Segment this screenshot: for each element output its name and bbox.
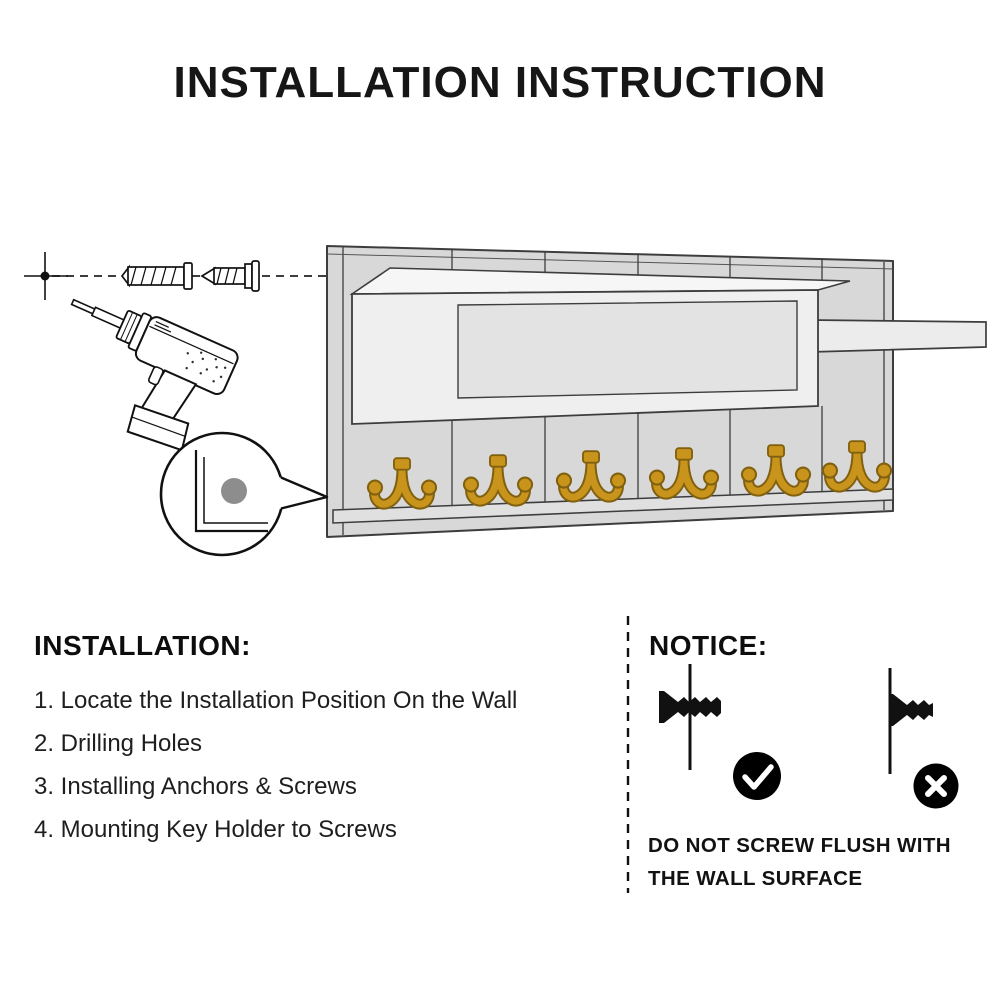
mounting-hole-dot <box>221 478 247 504</box>
hook-bay-dividers <box>451 406 823 506</box>
notice-heading: NOTICE: <box>649 630 768 661</box>
screw-threads-icon <box>678 697 721 717</box>
notice-wrong-example <box>888 668 959 809</box>
installation-step: 1. Locate the Installation Position On t… <box>34 687 518 714</box>
callout-pointer-fill <box>279 477 327 509</box>
anchor-ribs <box>130 266 177 286</box>
installation-heading: INSTALLATION: <box>34 630 251 661</box>
installation-step: 2. Drilling Holes <box>34 730 203 757</box>
panel-corner-lines <box>194 450 268 533</box>
screw-head-icon <box>889 694 907 726</box>
key-holder-diagram <box>326 245 987 538</box>
installation-steps-list: 1. Locate the Installation Position On t… <box>34 679 517 851</box>
cross-icon <box>913 763 959 809</box>
notice-caption-line: DO NOT SCREW FLUSH WITH <box>648 834 952 857</box>
drill-trigger <box>148 366 164 386</box>
screw-head-icon <box>659 691 678 723</box>
notice-caption: DO NOT SCREW FLUSH WITH THE WALL SURFACE <box>648 829 951 895</box>
installation-step: 3. Installing Anchors & Screws <box>34 773 357 800</box>
drill-bit <box>90 306 125 330</box>
notice-caption-line: THE WALL SURFACE <box>648 867 863 890</box>
panel-corner-inner-line <box>203 457 268 524</box>
key-holder-side-plank <box>809 319 987 353</box>
notice-correct-example <box>659 664 781 800</box>
screw-tip <box>200 266 216 286</box>
screw-threads-icon <box>907 700 933 720</box>
wall-anchor-icon <box>120 262 193 290</box>
screw-threads <box>216 267 238 285</box>
shelf-recess <box>457 300 798 399</box>
screw-icon <box>200 260 260 292</box>
crosshair-dot <box>40 271 50 281</box>
page-title: INSTALLATION INSTRUCTION <box>173 58 827 107</box>
mounting-hole-callout <box>159 431 329 557</box>
drill-icon <box>70 298 239 452</box>
callout-pointer <box>280 476 329 510</box>
panel-slat-lines <box>451 249 823 280</box>
screw-flange <box>244 263 253 289</box>
drill-position-crosshair-icon <box>24 252 68 300</box>
installation-step: 4. Mounting Key Holder to Screws <box>34 816 397 843</box>
check-icon <box>733 752 781 800</box>
screw-head <box>251 260 260 292</box>
drill-speckles <box>185 351 227 383</box>
key-holder-shelf <box>349 267 851 425</box>
anchor-collar <box>183 262 193 290</box>
